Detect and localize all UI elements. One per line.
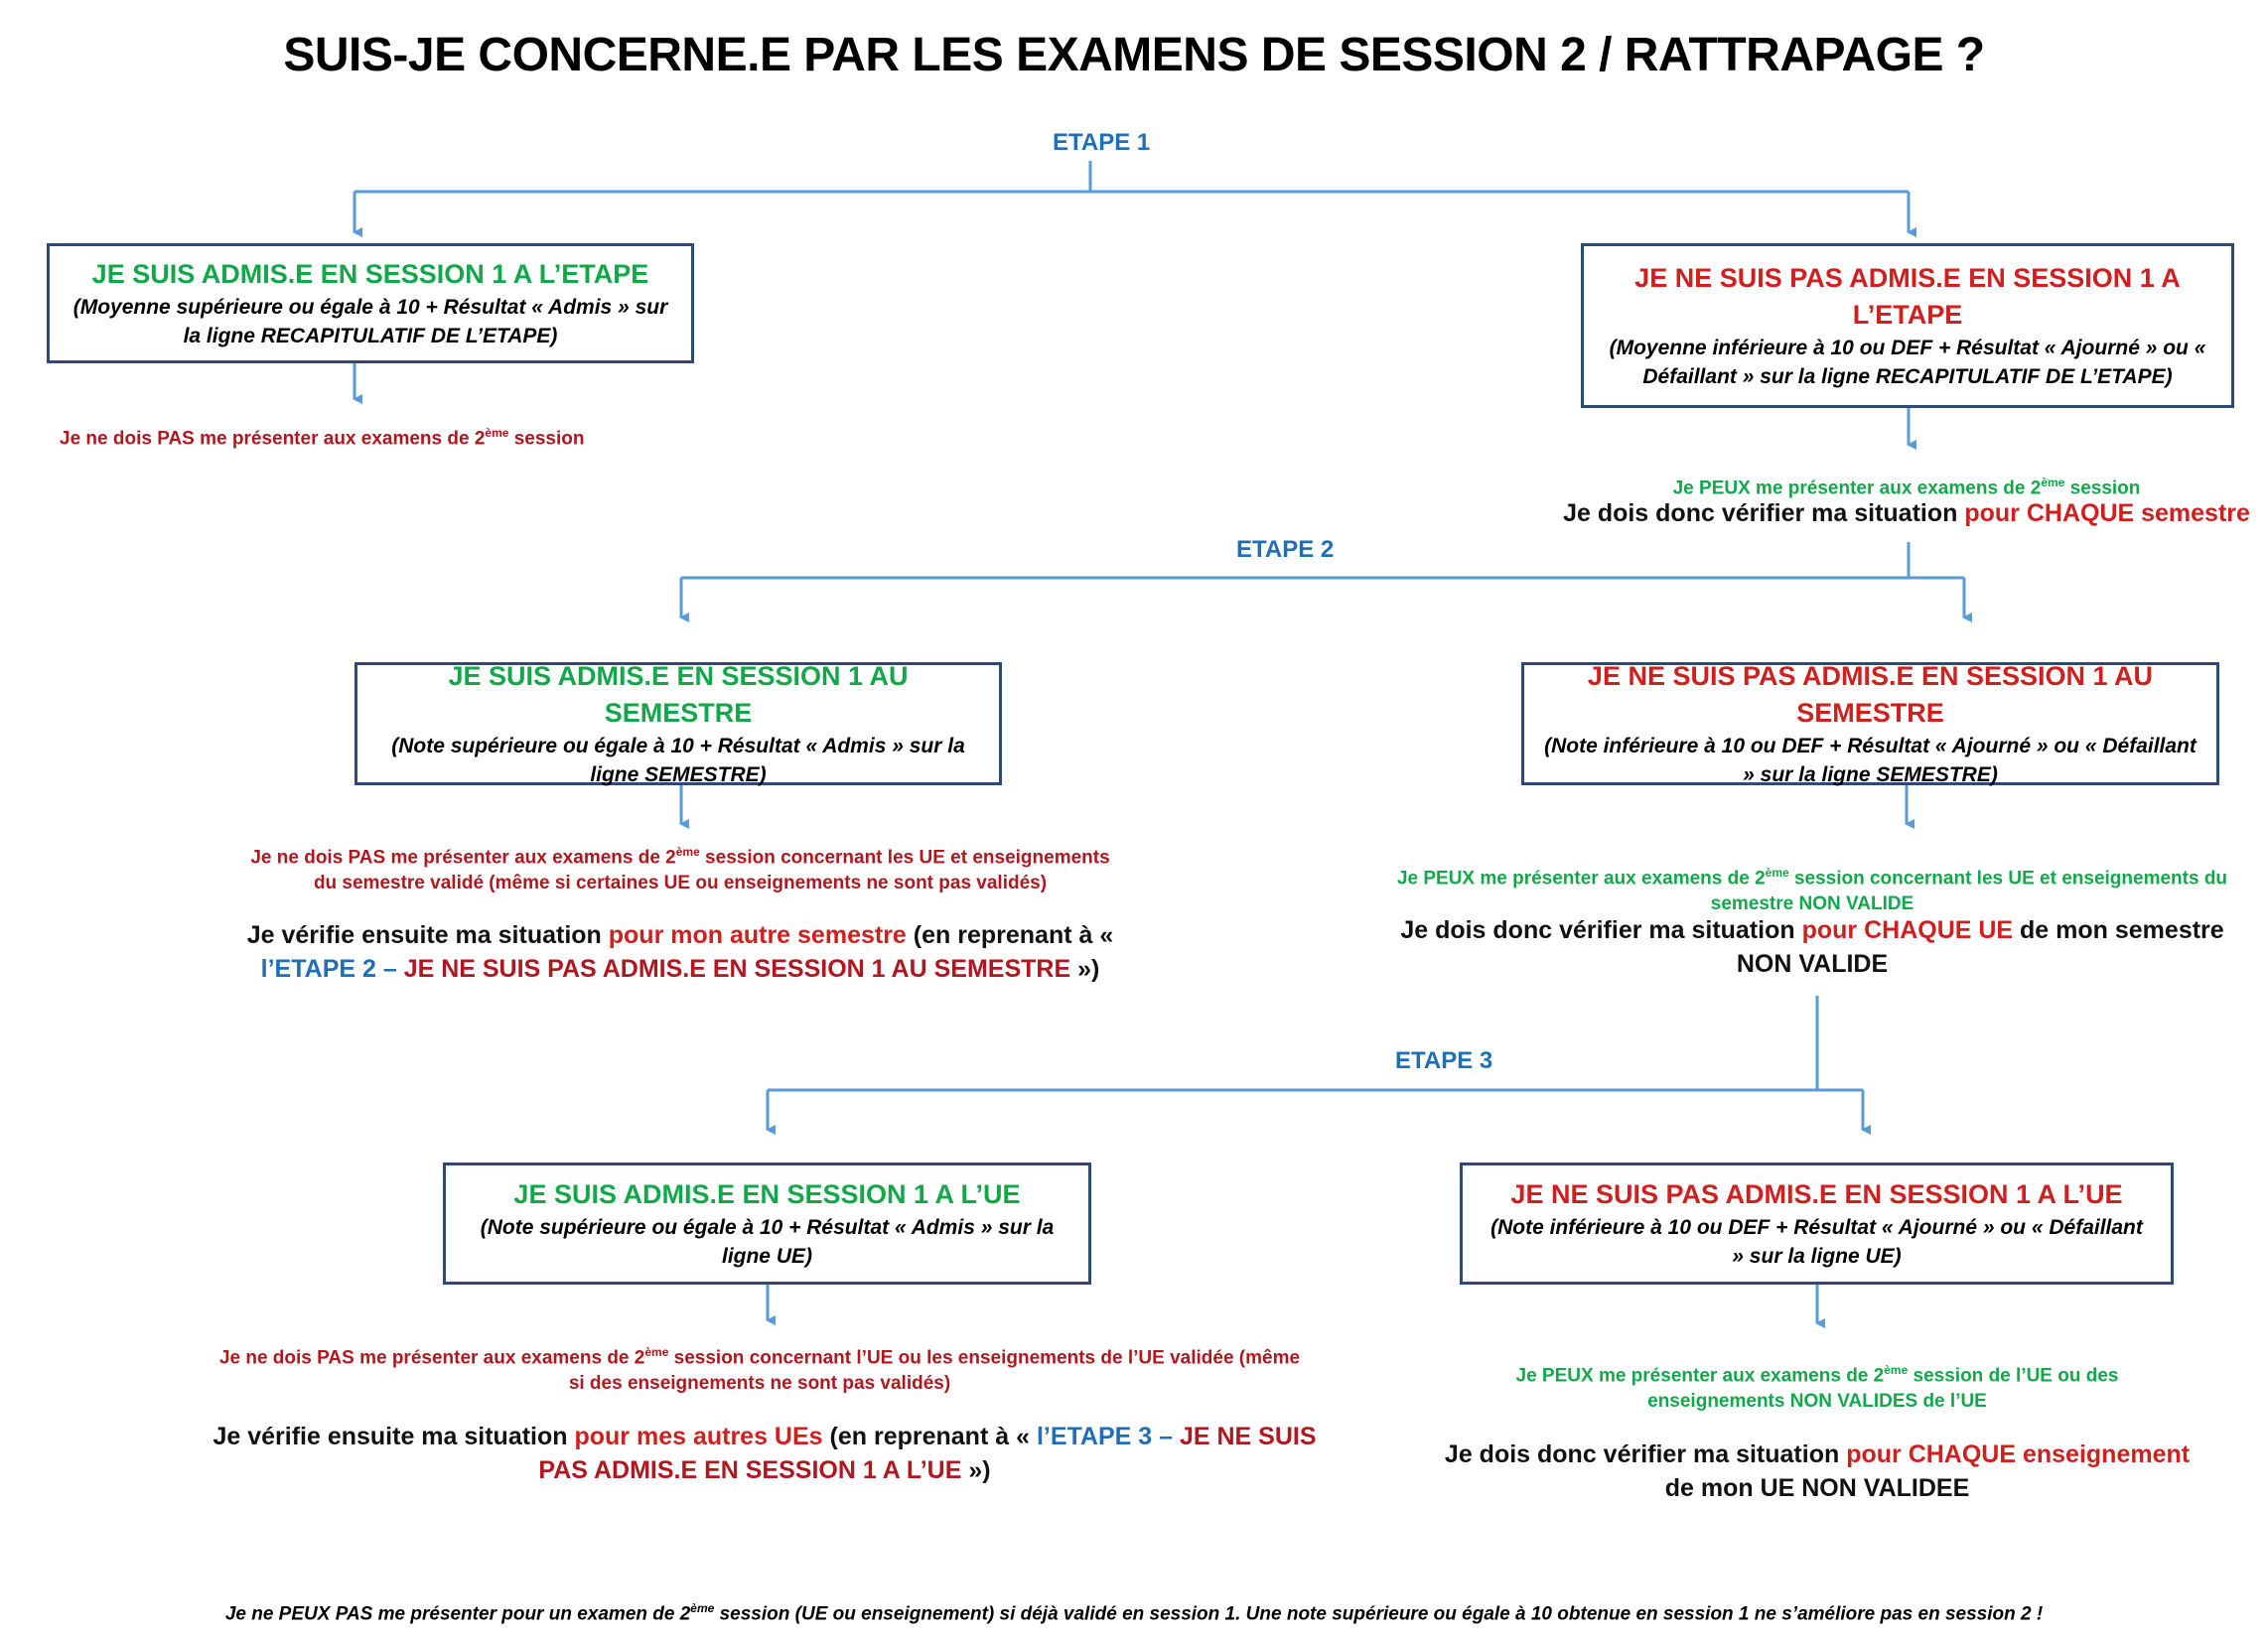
page-title: SUIS-JE CONCERNE.E PAR LES EXAMENS DE SE…	[283, 29, 1985, 81]
box-admis-ue-sub: (Note supérieure ou égale à 10 + Résulta…	[480, 1216, 1055, 1268]
verify-admis-semestre: Je vérifie ensuite ma situation pour mon…	[246, 921, 1114, 983]
box-admis-etape: JE SUIS ADMIS.E EN SESSION 1 A L’ETAPE (…	[47, 243, 694, 363]
box-non-admis-etape: JE NE SUIS PAS ADMIS.E EN SESSION 1 A L’…	[1581, 243, 2234, 408]
box-non-admis-semestre: JE NE SUIS PAS ADMIS.E EN SESSION 1 AU S…	[1521, 661, 2219, 786]
result-non-admis-ue: Je PEUX me présenter aux examens de 2ème…	[1515, 1363, 2119, 1413]
box-non-admis-etape-head: JE NE SUIS PAS ADMIS.E EN SESSION 1 A L’…	[1634, 263, 2181, 330]
box-admis-etape-head: JE SUIS ADMIS.E EN SESSION 1 A L’ETAPE	[91, 259, 649, 289]
result-admis-etape: Je ne dois PAS me présenter aux examens …	[60, 426, 585, 450]
box-non-admis-ue: JE NE SUIS PAS ADMIS.E EN SESSION 1 A L’…	[1460, 1163, 2174, 1285]
box-admis-ue: JE SUIS ADMIS.E EN SESSION 1 A L’UE (Not…	[443, 1163, 1091, 1285]
verify-admis-ue: Je vérifie ensuite ma situation pour mes…	[213, 1423, 1317, 1484]
box-admis-semestre-head: JE SUIS ADMIS.E EN SESSION 1 AU SEMESTRE	[448, 661, 909, 728]
box-admis-ue-head: JE SUIS ADMIS.E EN SESSION 1 A L’UE	[513, 1179, 1021, 1209]
step-label-etape2: ETAPE 2	[1236, 536, 1335, 563]
box-non-admis-etape-sub: (Moyenne inférieure à 10 ou DEF + Résult…	[1609, 337, 2206, 388]
result-admis-ue: Je ne dois PAS me présenter aux examens …	[218, 1345, 1301, 1395]
verify-non-admis-ue: Je dois donc vérifier ma situation pour …	[1444, 1440, 2191, 1502]
box-non-admis-semestre-head: JE NE SUIS PAS ADMIS.E EN SESSION 1 AU S…	[1587, 661, 2154, 728]
step-label-etape3: ETAPE 3	[1395, 1047, 1493, 1074]
verify-non-admis-semestre: Je dois donc vérifier ma situation pour …	[1400, 916, 2224, 978]
box-non-admis-ue-sub: (Note inférieure à 10 ou DEF + Résultat …	[1490, 1216, 2143, 1268]
result-non-admis-semestre: Je PEUX me présenter aux examens de 2ème…	[1396, 866, 2228, 915]
footer-note: Je ne PEUX PAS me présenter pour un exam…	[224, 1601, 2044, 1625]
box-non-admis-semestre-sub: (Note inférieure à 10 ou DEF + Résultat …	[1544, 735, 2197, 786]
box-non-admis-ue-head: JE NE SUIS PAS ADMIS.E EN SESSION 1 A L’…	[1510, 1179, 2123, 1209]
result-admis-semestre: Je ne dois PAS me présenter aux examens …	[250, 845, 1110, 894]
box-admis-semestre-sub: (Note supérieure ou égale à 10 + Résulta…	[391, 735, 965, 786]
verify-non-admis-etape: Je dois donc vérifier ma situation pour …	[1563, 499, 2250, 527]
box-admis-semestre: JE SUIS ADMIS.E EN SESSION 1 AU SEMESTRE…	[354, 661, 1002, 786]
step-label-etape1: ETAPE 1	[1053, 129, 1151, 156]
box-admis-etape-sub: (Moyenne supérieure ou égale à 10 + Résu…	[72, 296, 668, 347]
result-non-admis-etape: Je PEUX me présenter aux examens de 2ème…	[1672, 476, 2141, 499]
